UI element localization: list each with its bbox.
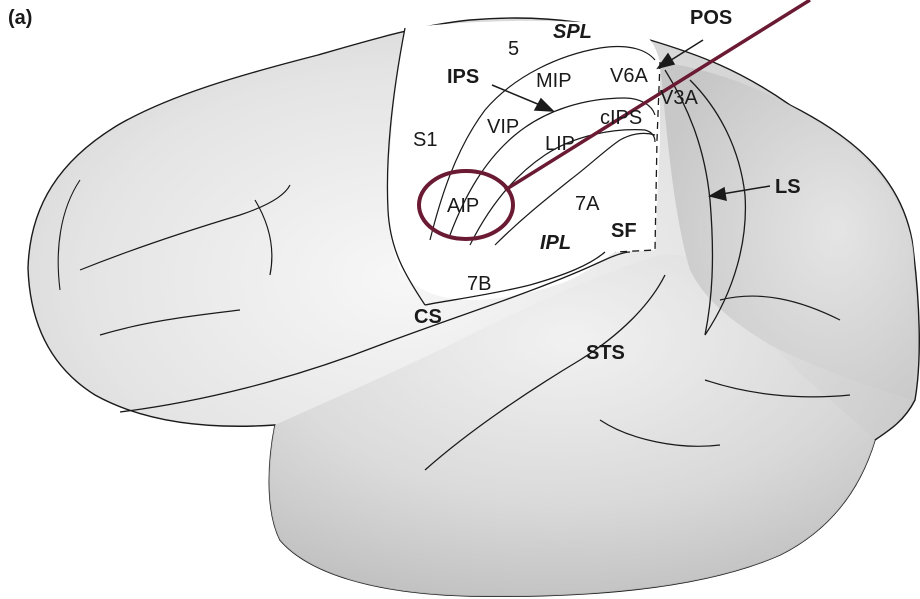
- panel-label: (a): [8, 7, 32, 29]
- label-vip: VIP: [487, 116, 519, 138]
- label-7a: 7A: [575, 193, 600, 215]
- label-mip: MIP: [536, 70, 572, 92]
- label-5: 5: [508, 38, 519, 60]
- label-sf: SF: [611, 220, 637, 242]
- label-ips: IPS: [447, 66, 479, 88]
- label-v6a: V6A: [610, 65, 648, 87]
- label-sts: STS: [586, 342, 625, 364]
- label-7b: 7B: [467, 273, 491, 295]
- label-ls: LS: [775, 176, 801, 198]
- label-ipl: IPL: [540, 232, 571, 254]
- label-v3a: V3A: [660, 87, 698, 109]
- label-cs: CS: [414, 306, 442, 328]
- label-s1: S1: [413, 129, 437, 151]
- label-aip: AIP: [447, 195, 479, 217]
- label-pos: POS: [690, 7, 732, 29]
- label-lip: LIP: [545, 133, 575, 155]
- label-spl: SPL: [553, 21, 592, 43]
- label-cips: cIPS: [600, 107, 642, 129]
